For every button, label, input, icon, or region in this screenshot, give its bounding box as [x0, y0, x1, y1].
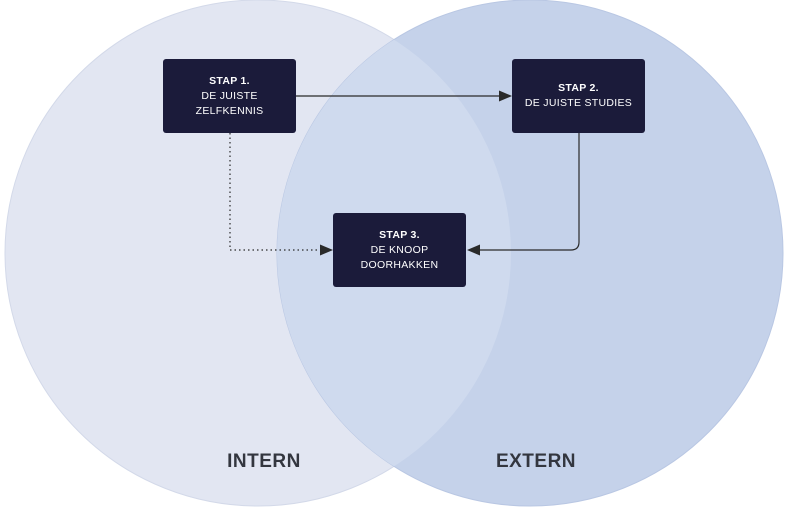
step-box-3: STAP 3. DE KNOOP DOORHAKKEN — [333, 213, 466, 287]
connector-step2-to-step3 — [480, 133, 580, 251]
arrowhead-step2 — [499, 90, 512, 102]
step-2-title: STAP 2. — [558, 82, 599, 94]
step-box-2: STAP 2. DE JUISTE STUDIES — [512, 59, 645, 133]
step-3-title: STAP 3. — [379, 229, 420, 241]
step-2-line-1: DE JUISTE STUDIES — [525, 97, 632, 109]
step-box-3-bg — [333, 213, 466, 287]
step-box-2-bg — [512, 59, 645, 133]
arrowhead-step3-left — [320, 244, 333, 256]
circle-overlap — [277, 0, 511, 506]
arrowhead-step3-right — [467, 244, 480, 256]
region-label-extern: EXTERN — [496, 451, 576, 472]
region-label-intern: INTERN — [227, 451, 301, 472]
step-1-line-1: DE JUISTE — [201, 90, 257, 102]
step-1-title: STAP 1. — [209, 75, 250, 87]
step-1-line-2: ZELFKENNIS — [196, 105, 264, 117]
step-3-line-1: DE KNOOP — [371, 244, 429, 256]
connectors — [229, 90, 580, 256]
connector-step1-to-step3 — [229, 133, 320, 251]
step-box-1: STAP 1. DE JUISTE ZELFKENNIS — [163, 59, 296, 133]
step-box-1-bg — [163, 59, 296, 133]
step-3-line-2: DOORHAKKEN — [361, 259, 439, 271]
